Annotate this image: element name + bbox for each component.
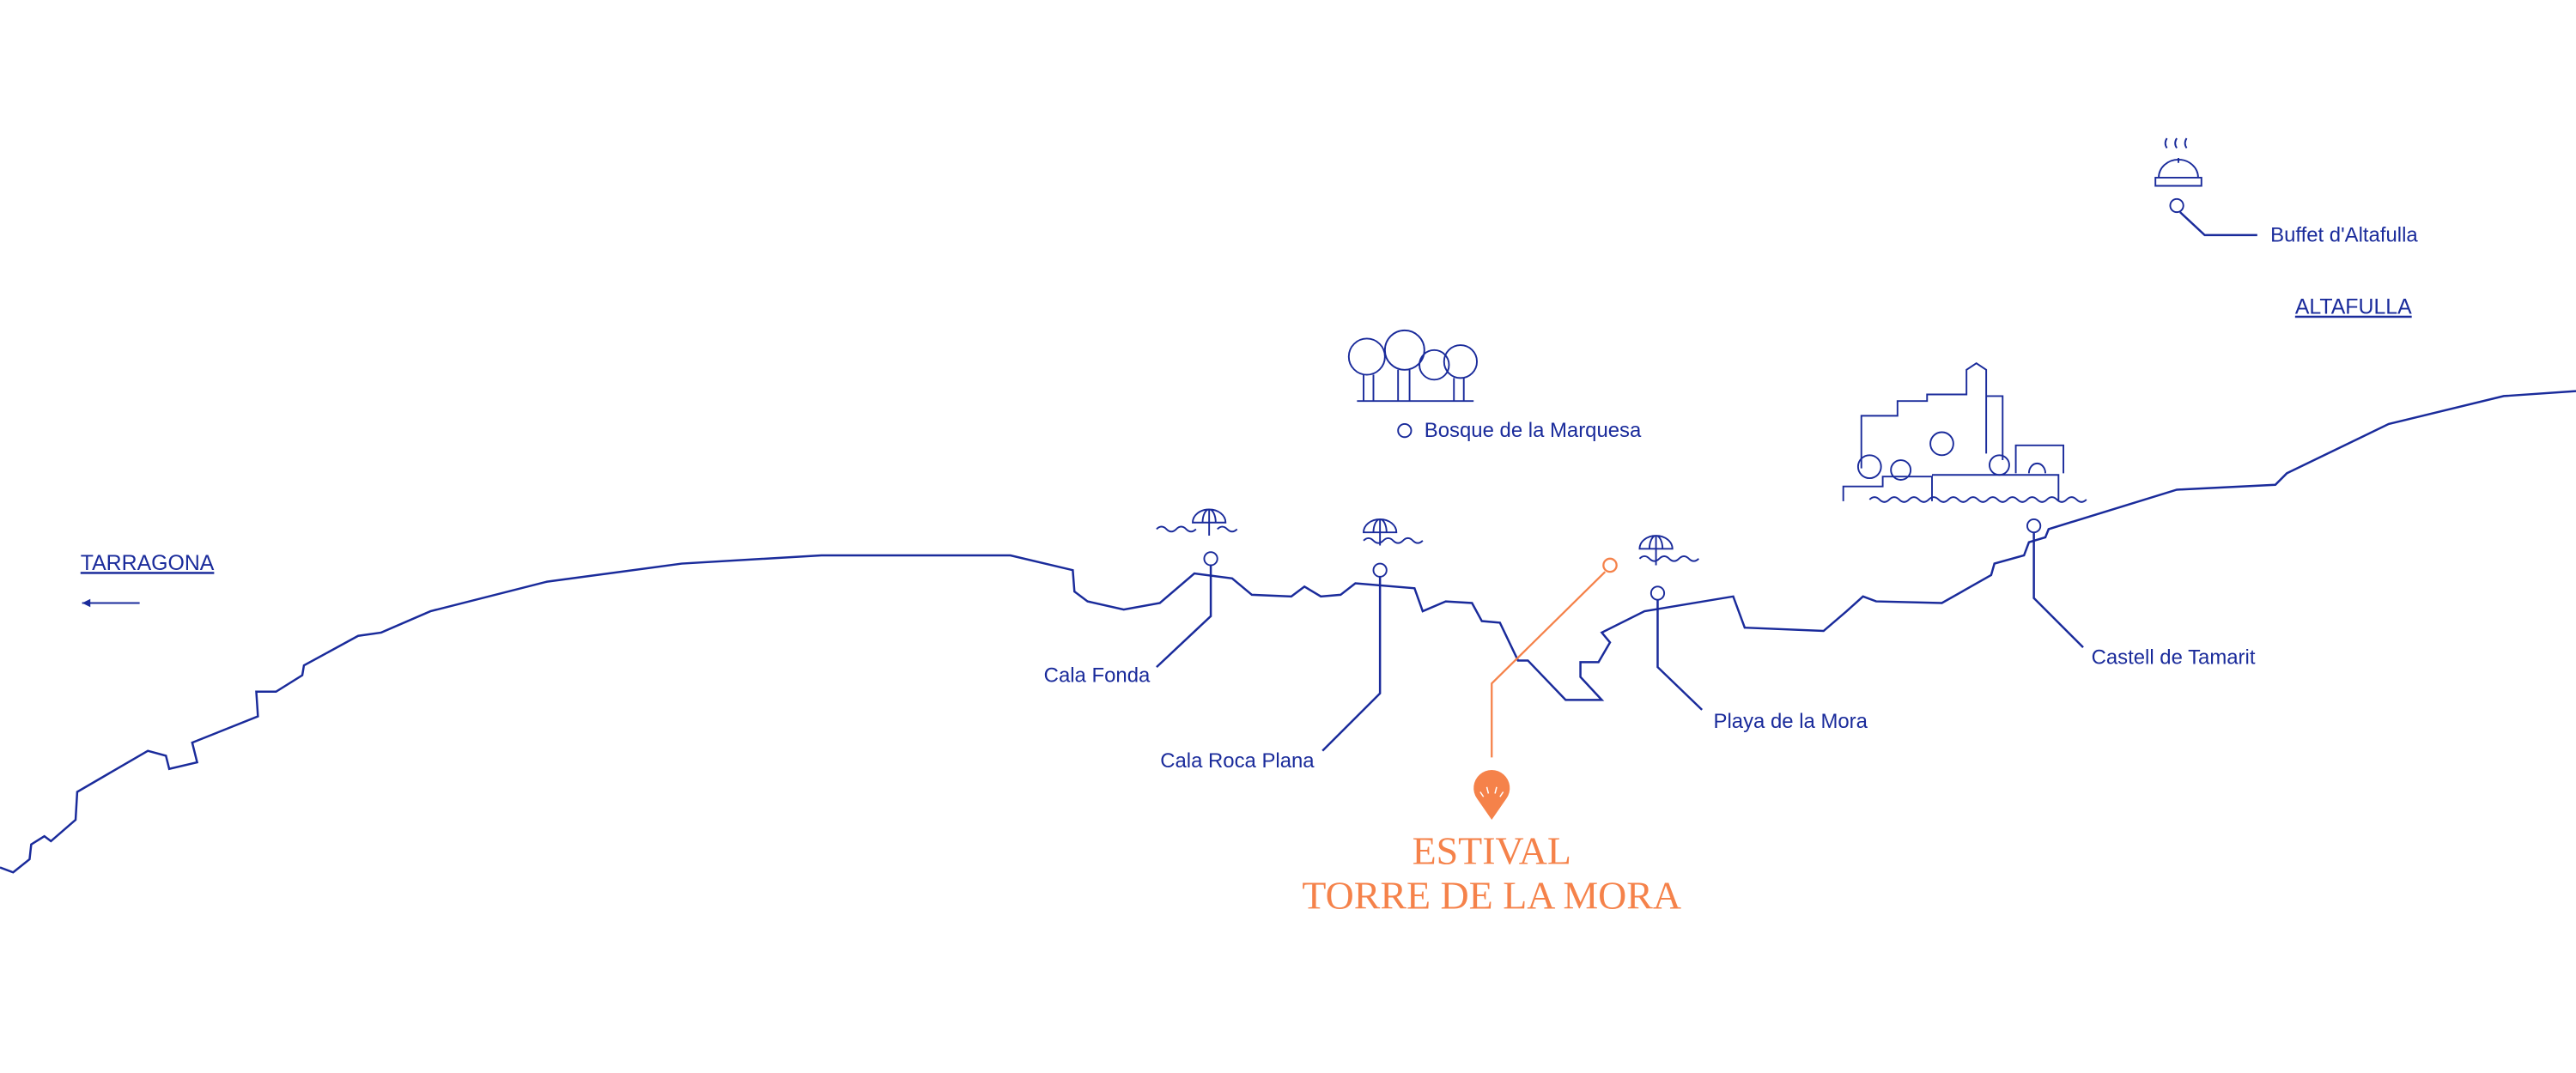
location-pin-icon: [1473, 770, 1510, 821]
castle-icon: [1842, 362, 2087, 503]
place-label: Castell de Tamarit: [2092, 646, 2256, 669]
highlight-title-line2: TORRE DE LA MORA: [1302, 873, 1681, 917]
place-label: Playa de la Mora: [1714, 710, 1868, 733]
place-label: Bosque de la Marquesa: [1425, 419, 1642, 442]
highlight-estival-torre-de-la-mora[interactable]: ESTIVAL TORRE DE LA MORA: [1302, 557, 1681, 918]
trees-icon: [1347, 329, 1478, 403]
place-buffet-altafulla[interactable]: Buffet d'Altafulla: [2154, 137, 2418, 247]
place-label: Cala Fonda: [1044, 664, 1151, 687]
arrow-left-icon: [82, 598, 140, 608]
altafulla-label[interactable]: ALTAFULLA: [2295, 295, 2412, 319]
place-cala-fonda[interactable]: Cala Fonda: [1044, 508, 1238, 687]
town-link-tarragona[interactable]: TARRAGONA: [81, 551, 215, 608]
cloche-icon: [2154, 137, 2202, 187]
place-bosque-de-la-marquesa[interactable]: Bosque de la Marquesa: [1347, 329, 1642, 442]
beach-umbrella-icon: [1156, 508, 1238, 536]
place-cala-roca-plana[interactable]: Cala Roca Plana: [1160, 518, 1424, 773]
place-playa-de-la-mora[interactable]: Playa de la Mora: [1638, 535, 1868, 733]
beach-umbrella-icon: [1638, 535, 1699, 566]
tarragona-label[interactable]: TARRAGONA: [81, 551, 215, 575]
highlight-title-line1: ESTIVAL: [1413, 829, 1571, 873]
beach-umbrella-icon: [1363, 518, 1424, 546]
place-castell-de-tamarit[interactable]: Castell de Tamarit: [1842, 362, 2256, 669]
place-label: Buffet d'Altafulla: [2270, 224, 2418, 247]
coastline: [0, 390, 2576, 874]
place-label: Cala Roca Plana: [1160, 749, 1315, 773]
